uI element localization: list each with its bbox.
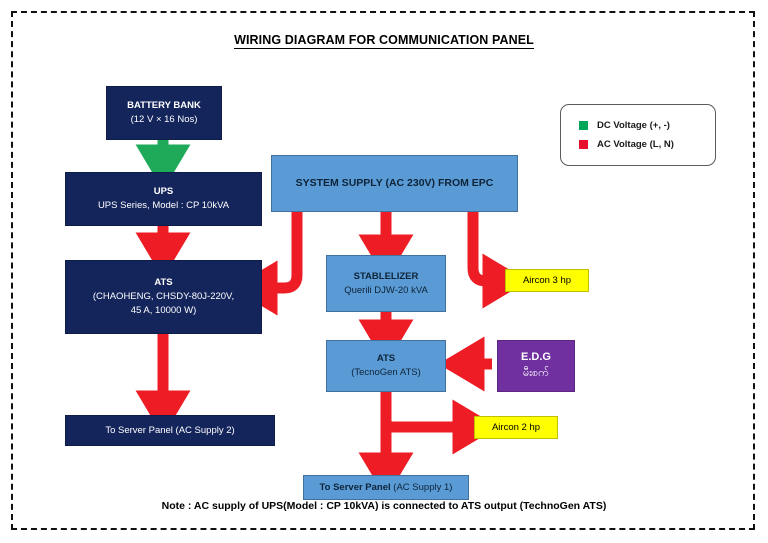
legend-item-dc-label: DC Voltage (+, -) [597,120,670,131]
legend-item-ac: AC Voltage (L, N) [579,139,715,150]
ups-line2: UPS Series, Model : CP 10kVA [97,200,230,211]
arrow-system-supply-to-ats [231,212,303,316]
arrow-system-supply-to-aircon-3hp [467,212,529,309]
node-aircon-3hp[interactable]: Aircon 3 hp [505,269,589,292]
legend-item-ac-label: AC Voltage (L, N) [597,139,674,150]
page-title-text: WIRING DIAGRAM FOR COMMUNICATION PANEL [234,33,534,49]
node-stabilizer[interactable]: STABLELIZER Querili DJW-20 kVA [326,255,446,312]
node-server-panel-2[interactable]: To Server Panel (AC Supply 2) [65,415,275,446]
ats-chaoheng-line1: ATS [154,277,173,289]
aircon-2hp-label: Aircon 2 hp [491,421,541,433]
node-system-supply[interactable]: SYSTEM SUPPLY (AC 230V) FROM EPC [271,155,518,212]
ats-tecnogen-line2: (TecnoGen ATS) [351,367,421,378]
ats-tecnogen-line1: ATS [376,353,396,365]
footer-note: Note : AC supply of UPS(Model : CP 10kVA… [0,500,768,512]
server-panel-2-label: To Server Panel (AC Supply 2) [105,424,235,436]
server-panel-1-bold: To Server Panel [319,481,391,493]
node-ats-chaoheng[interactable]: ATS (CHAOHENG, CHSDY-80J-220V, 45 A, 100… [65,260,262,334]
green-square-icon [579,121,588,130]
node-edg[interactable]: E.D.G မီးစက် [497,340,575,392]
legend-item-dc: DC Voltage (+, -) [579,120,715,131]
node-ups[interactable]: UPS UPS Series, Model : CP 10kVA [65,172,262,226]
node-aircon-2hp[interactable]: Aircon 2 hp [474,416,558,439]
ats-chaoheng-line3: 45 A, 10000 W) [130,304,197,316]
ups-line1: UPS [153,186,174,198]
diagram-border [11,11,755,530]
system-supply-line1: SYSTEM SUPPLY (AC 230V) FROM EPC [295,176,494,189]
battery-bank-line1: BATTERY BANK [127,100,201,112]
battery-bank-line2: (12 V × 16 Nos) [130,114,198,125]
stabilizer-line1: STABLELIZER [353,270,419,282]
ats-chaoheng-line2: (CHAOHENG, CHSDY-80J-220V, [92,291,235,303]
aircon-3hp-label: Aircon 3 hp [522,274,572,286]
footer-note-text: Note : AC supply of UPS(Model : CP 10kVA… [161,500,607,512]
legend-box: DC Voltage (+, -) AC Voltage (L, N) [560,104,716,166]
node-ats-tecnogen[interactable]: ATS (TecnoGen ATS) [326,340,446,392]
node-server-panel-1[interactable]: To Server Panel (AC Supply 1) [303,475,469,500]
server-panel-1-label: To Server Panel (AC Supply 1) [320,481,453,495]
stabilizer-line2: Querili DJW-20 kVA [344,284,428,296]
page-title: WIRING DIAGRAM FOR COMMUNICATION PANEL [0,33,768,49]
server-panel-1-regular: (AC Supply 1) [390,481,453,493]
red-square-icon [579,140,588,149]
node-battery-bank[interactable]: BATTERY BANK (12 V × 16 Nos) [106,86,222,140]
edg-line1: E.D.G [521,351,551,364]
edg-line2: မီးစက် [522,367,550,379]
